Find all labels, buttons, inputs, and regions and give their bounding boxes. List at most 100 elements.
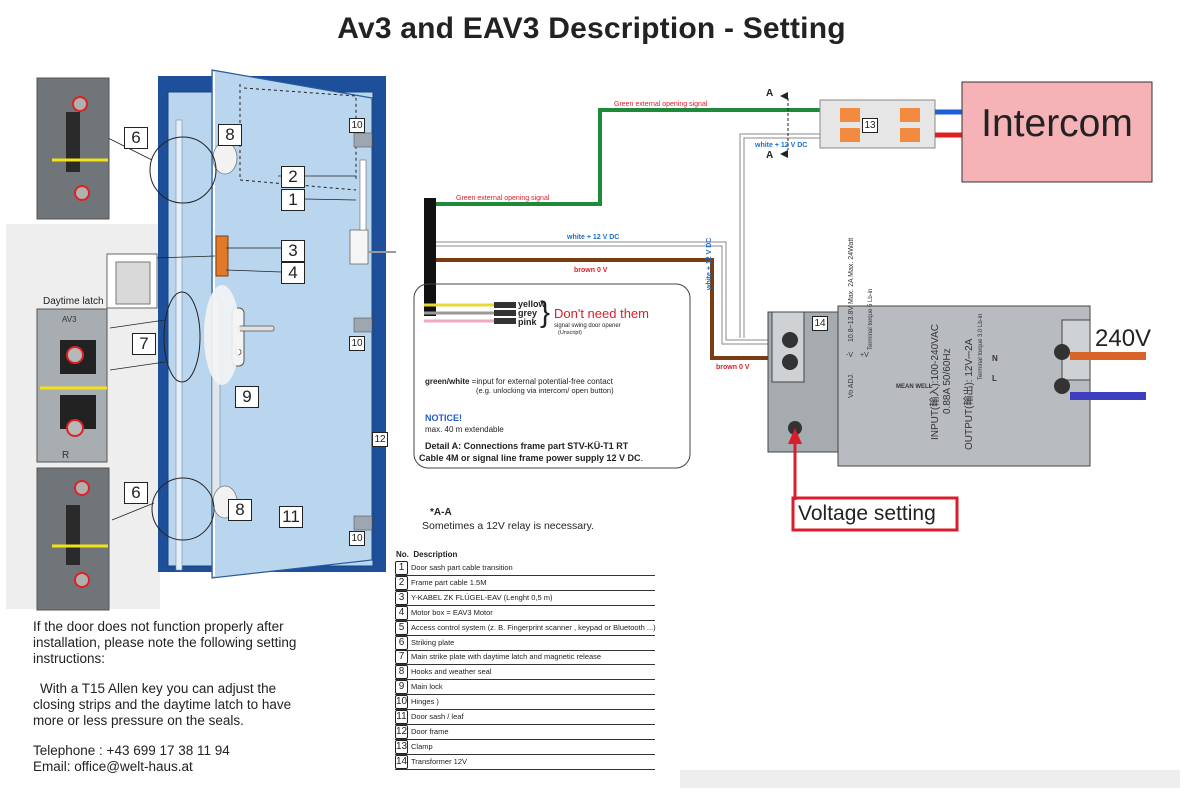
legend-row-number: 12 <box>395 724 408 739</box>
instructions-line1: If the door does not function properly a… <box>33 619 284 634</box>
cable-bundle <box>424 198 436 316</box>
legend-row-number: 1 <box>395 561 408 575</box>
legend-row-description: Door sash part cable transition <box>411 563 513 572</box>
label-1: 1 <box>281 189 305 211</box>
legend-row-description: Main strike plate with daytime latch and… <box>411 652 602 662</box>
transformer-n: N <box>992 354 998 363</box>
svg-text:AV3: AV3 <box>62 315 77 324</box>
legend-row-number: 10 <box>395 695 408 710</box>
legend-row: 2 Frame part cable 1.5M <box>395 575 655 591</box>
detail-a-line2: Cable 4M or signal line frame power supp… <box>419 453 644 463</box>
legend-row-number: 11 <box>395 710 408 724</box>
legend-row: 3 Y-KABEL ZK FLÜGEL-EAV (Lenght 0,5 m) <box>395 590 655 606</box>
legend-row: 8 Hooks and weather seal <box>395 665 655 681</box>
legend-row-description: Motor box = EAV3 Motor <box>411 607 493 617</box>
legend-row: 4 Motor box = EAV3 Motor <box>395 605 655 621</box>
transformer-minus-v: -V <box>846 352 853 359</box>
svg-text:R: R <box>62 450 69 461</box>
legend-row-description: Transformer 12V <box>411 756 467 766</box>
daytime-latch-label: Daytime latch <box>43 296 104 307</box>
instructions-line5: closing strips and the daytime latch to … <box>33 697 292 712</box>
marker-a-bottom: A <box>766 150 774 161</box>
legend-row-description: Access control system (z. B. Fingerprint… <box>411 622 656 632</box>
wire-pink-label: pink <box>518 317 537 327</box>
intercom-box <box>961 81 1153 183</box>
legend-row: 14 Transformer 12V <box>395 754 655 770</box>
hinge-middle <box>353 317 373 333</box>
label-2: 2 <box>281 166 305 188</box>
wire-label-brown-mid: brown 0 V <box>574 267 608 274</box>
label-10-mid: 10 <box>349 336 365 351</box>
notice-title: NOTICE! <box>425 413 462 423</box>
instructions-line2: installation, please note the following … <box>33 635 297 650</box>
hook-top <box>212 141 238 175</box>
detail-circle-6-bottom <box>151 477 215 541</box>
legend-row-number: 3 <box>395 590 408 605</box>
legend-header: No. Description <box>396 550 458 559</box>
legend-row-description: Clamp <box>411 741 433 751</box>
contact-email: Email: office@welt-haus.at <box>33 759 193 774</box>
wire-green <box>436 108 820 206</box>
instructions-line4: With a T15 Allen key you can adjust the <box>40 681 277 696</box>
frame-cable <box>359 159 367 231</box>
legend-row: 11 Door sash / leaf <box>395 710 655 725</box>
wire-label-green-mid: Green external opening signal <box>456 195 550 202</box>
green-white-example: (e.g. unlocking via intercom/ open butto… <box>476 386 614 395</box>
legend-row-number: 13 <box>395 739 408 754</box>
transformer-terminal-a: Terminal torque 5 Lb-in <box>868 288 874 350</box>
label-8-bottom: 8 <box>228 499 252 521</box>
label-14: 14 <box>812 316 828 331</box>
legend-row-number: 2 <box>395 575 408 590</box>
legend-row-number: 9 <box>395 680 408 695</box>
legend-row: 5 Access control system (z. B. Fingerpri… <box>395 620 656 636</box>
contact-phone: Telephone : +43 699 17 38 11 94 <box>33 743 230 758</box>
transformer-input: INPUT(輸入):100-240VAC <box>930 324 941 440</box>
legend-row-description: Hinges ) <box>411 697 439 707</box>
wire-brown <box>436 258 780 360</box>
voltage-setting-box <box>791 496 959 532</box>
relay-note-text: Sometimes a 12V relay is necessary. <box>422 520 594 532</box>
legend-row-number: 5 <box>395 620 408 635</box>
power-label: 240V <box>1095 325 1152 352</box>
label-13: 13 <box>862 118 878 133</box>
label-7: 7 <box>132 333 156 355</box>
cable-route-2 <box>243 87 357 180</box>
legend-row-description: Door sash / leaf <box>411 712 464 721</box>
background-strip <box>680 770 1180 788</box>
unscript-label: (Unscript) <box>558 330 582 336</box>
cable-transition <box>349 229 369 265</box>
transformer-l: L <box>992 374 997 383</box>
wire-label-white-mid: white + 12 V DC <box>567 234 620 241</box>
legend-row: 13 Clamp <box>395 739 655 755</box>
legend-row-number: 14 <box>395 754 408 769</box>
transformer-terminal-b: Terminal torque 3.0 Lb-in <box>978 313 984 380</box>
legend-row: 7 Main strike plate with daytime latch a… <box>395 650 655 666</box>
lock-highlight <box>204 285 240 385</box>
legend-row-description: Door frame <box>411 726 449 736</box>
wire-label-white-vertical: white + 12 V DC <box>706 237 713 290</box>
marker-a-top: A <box>766 88 774 99</box>
transformer-vadj: Vo ADJ. <box>848 373 855 398</box>
legend-row-description: Frame part cable 1.5M <box>411 577 487 587</box>
label-6-top: 6 <box>124 127 148 149</box>
intercom-label: Intercom <box>981 102 1133 145</box>
legend-row-number: 6 <box>395 635 408 650</box>
motor-box <box>215 235 229 277</box>
door-handle <box>237 325 275 332</box>
page-title: Av3 and EAV3 Description - Setting <box>337 12 846 45</box>
detail-a-box <box>413 283 691 469</box>
wire-yellow-label: yellow <box>518 299 546 309</box>
transformer-input-spec: 0.88A 50/60Hz <box>942 348 953 414</box>
label-9: 9 <box>235 386 259 408</box>
label-11: 11 <box>279 506 303 528</box>
legend-row-number: 8 <box>395 665 408 680</box>
transformer-plus-v: +V <box>860 352 869 359</box>
transformer-output: OUTPUT(輸出): 12V⎓2A <box>964 338 975 450</box>
cable-route <box>239 84 357 191</box>
strike-bar <box>175 119 183 571</box>
